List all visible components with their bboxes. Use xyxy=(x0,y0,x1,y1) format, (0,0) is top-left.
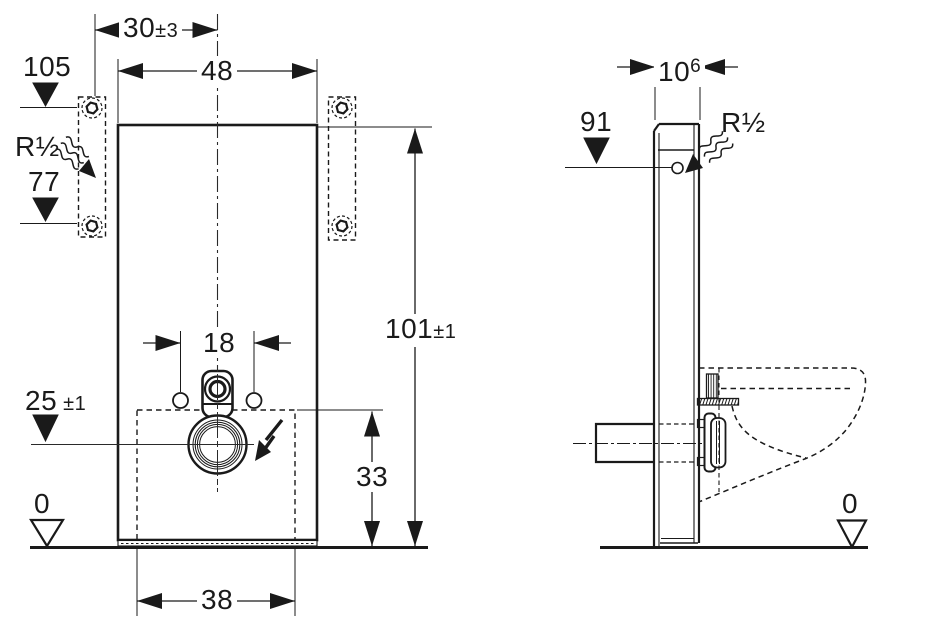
level-marker-25 xyxy=(32,414,59,443)
level-marker-0-left xyxy=(29,518,65,549)
dim-outlet-zone-label: 33 xyxy=(352,462,393,492)
wc-bowl-outline xyxy=(699,367,867,503)
supply-zone-right xyxy=(327,96,357,241)
level-0-left-label: 0 xyxy=(34,488,51,519)
electrical-connection-icon xyxy=(255,418,284,461)
level-marker-105 xyxy=(20,82,77,108)
dim-width-label: 48 xyxy=(197,56,238,86)
level-marker-77 xyxy=(20,197,77,224)
water-connection-point xyxy=(671,161,684,175)
dim-depth-label: 106 xyxy=(654,52,706,87)
dim-height-label: 101±1 xyxy=(381,314,461,347)
fixing-plate xyxy=(696,397,740,406)
level-25-label: 25±1 xyxy=(25,385,87,416)
fixing-bolt-icon xyxy=(331,97,353,119)
level-0-right-label: 0 xyxy=(842,488,859,519)
fixing-bolt-icon xyxy=(81,215,103,237)
water-supply-arrow-icon xyxy=(685,131,734,173)
level-77-label: 77 xyxy=(28,166,61,197)
front-view xyxy=(20,14,432,616)
dim-base-width-label: 38 xyxy=(197,585,238,615)
outlet-connector xyxy=(696,412,727,473)
supply-zone-left xyxy=(77,96,107,238)
fixing-bolt-icon xyxy=(331,215,353,237)
dim-fixing-label: 18 xyxy=(199,328,240,358)
threaded-rod xyxy=(705,373,719,399)
level-105-label: 105 xyxy=(23,51,72,82)
supply-label-left: R½ xyxy=(15,131,60,162)
side-view xyxy=(565,54,868,550)
level-marker-0-right xyxy=(836,519,868,550)
water-supply-arrow-icon xyxy=(55,136,96,178)
supply-label-right: R½ xyxy=(721,107,766,138)
level-91-label: 91 xyxy=(580,106,613,137)
base-plate xyxy=(117,539,318,547)
hidden-pipe-lines xyxy=(659,423,694,463)
level-marker-91 xyxy=(565,137,672,168)
fixing-bolt-icon xyxy=(81,97,103,119)
module-column xyxy=(652,122,701,547)
fixing-points xyxy=(172,331,263,409)
dim-top-offset-label: 30±3 xyxy=(119,13,183,46)
